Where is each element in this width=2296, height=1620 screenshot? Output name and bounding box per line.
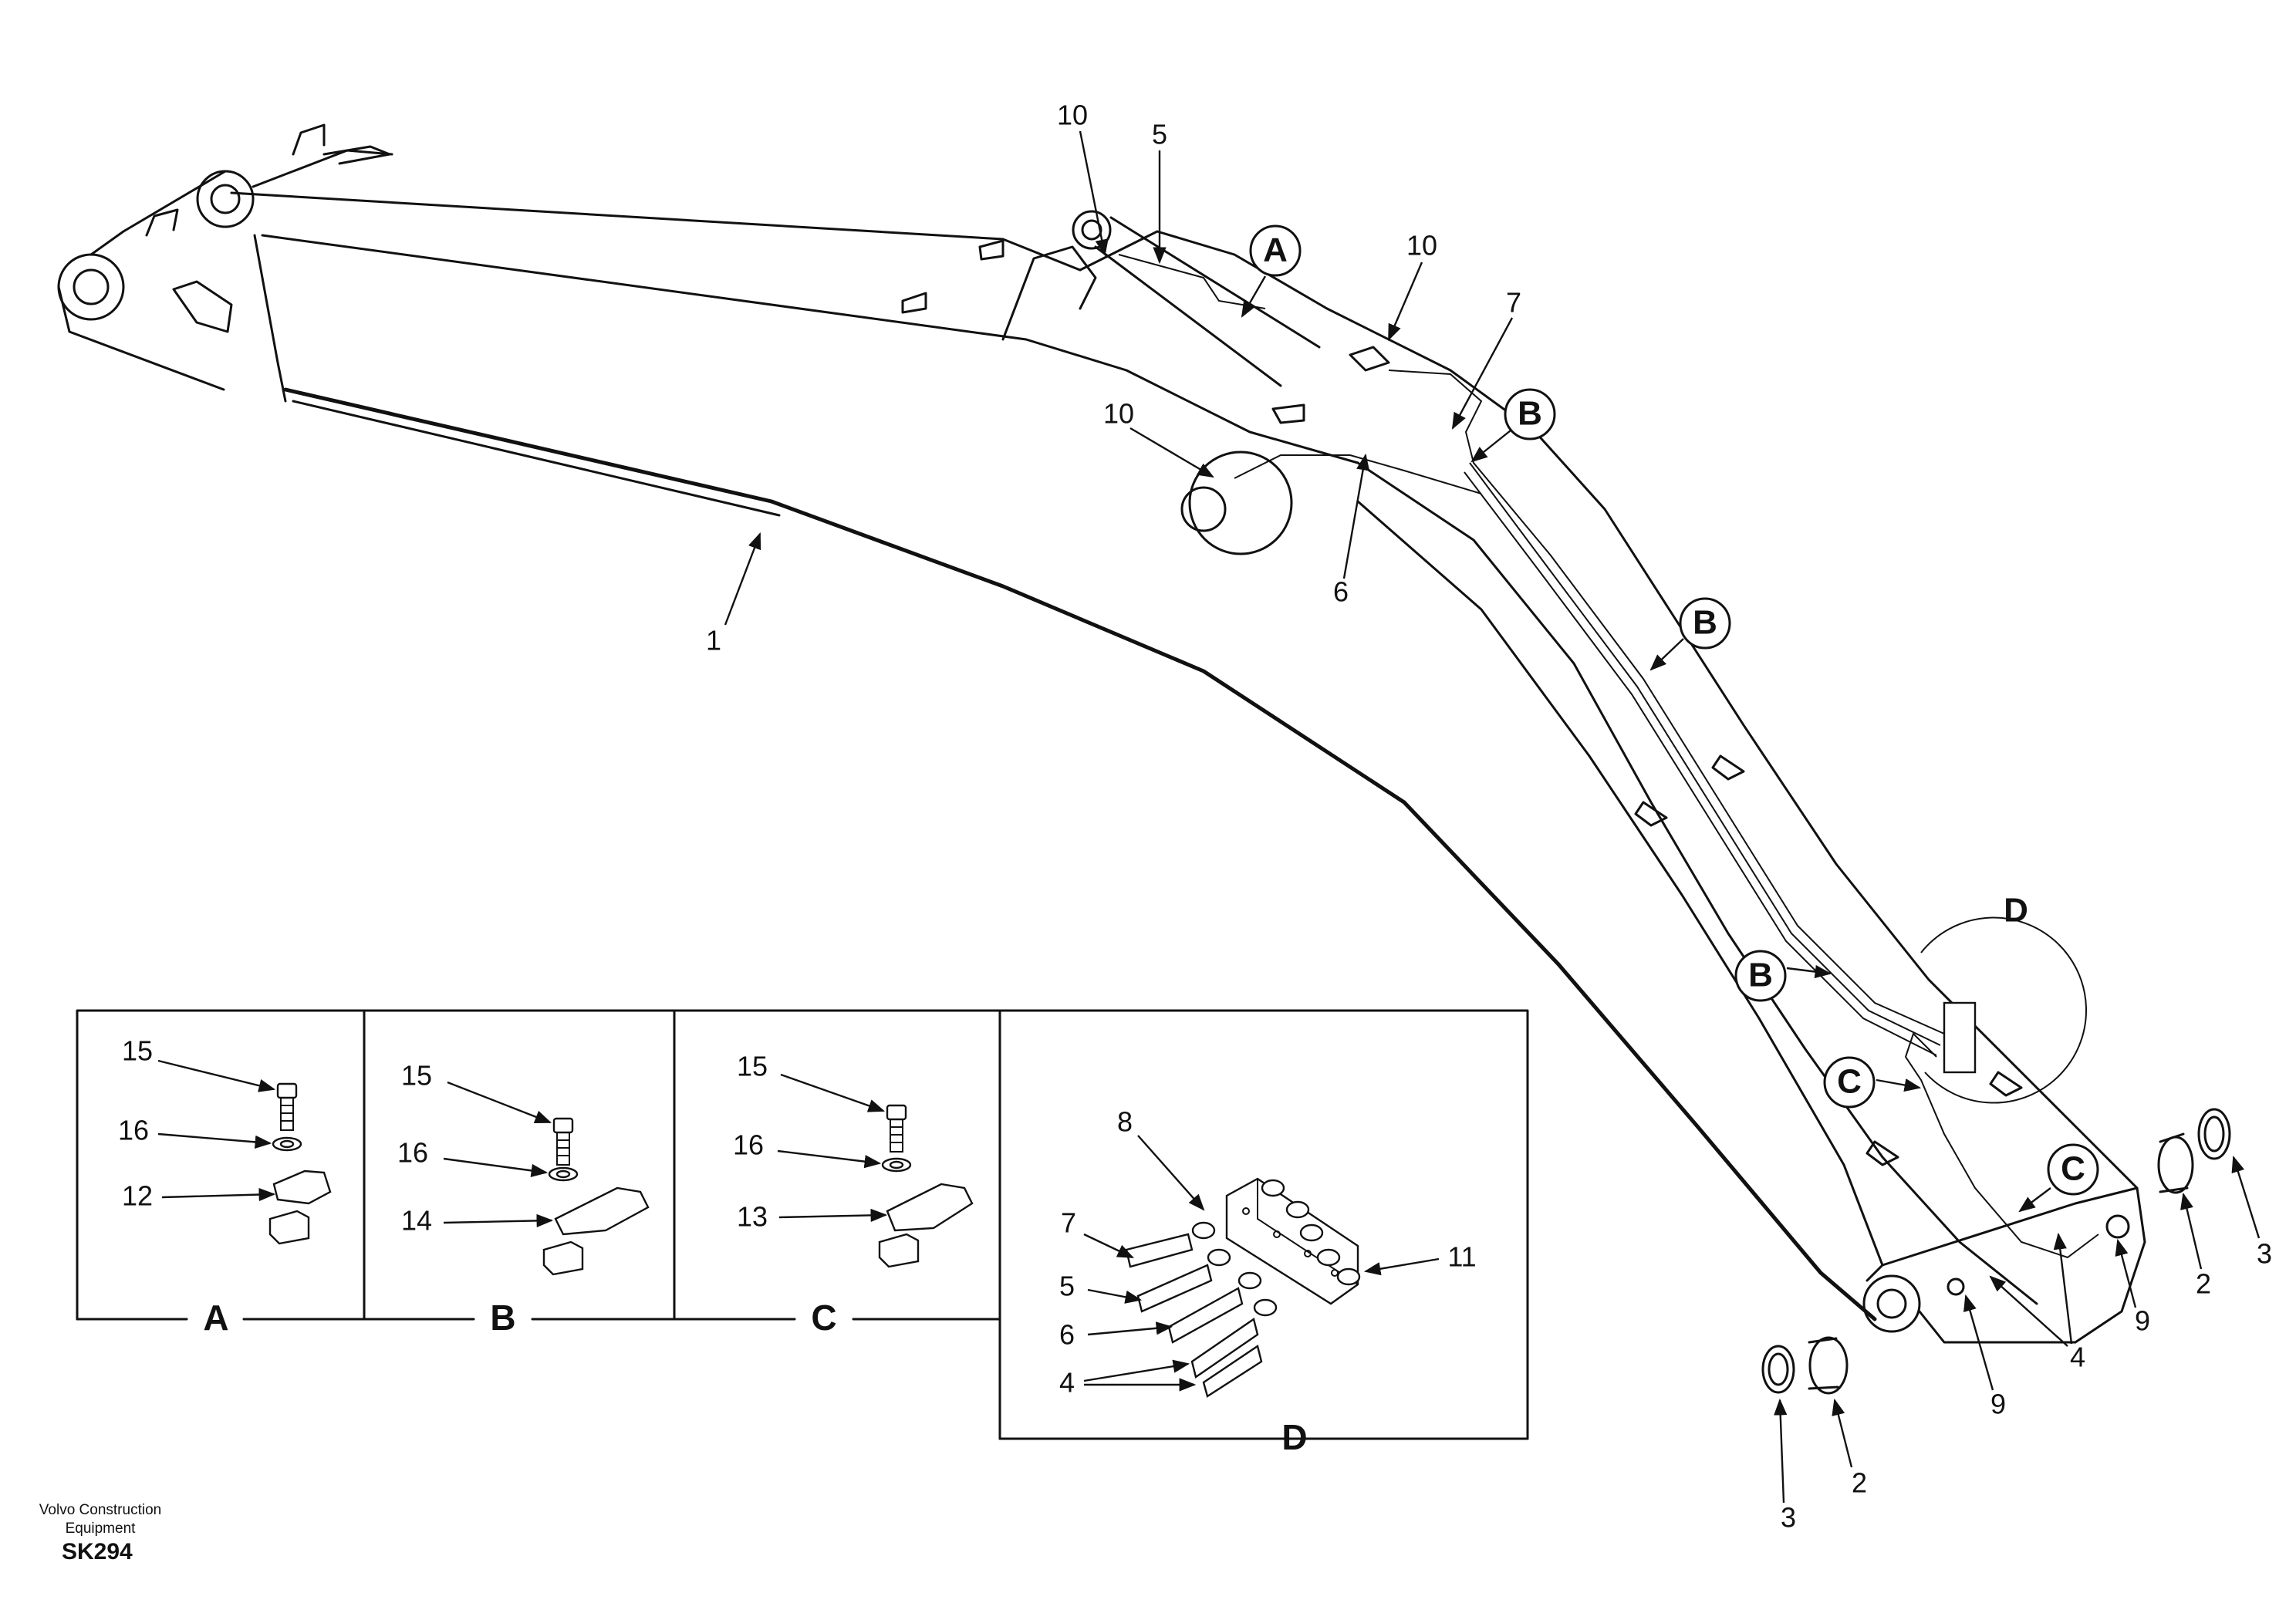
callout-6: 6: [1333, 576, 1349, 608]
inset-d-callout-6: 6: [1059, 1319, 1075, 1351]
callout-9-right: 9: [2135, 1305, 2150, 1337]
view-marker-a: A: [1241, 224, 1302, 318]
callout-4: 4: [2070, 1342, 2085, 1373]
view-marker-b-top: B: [1470, 388, 1556, 463]
callout-2-left: 2: [1852, 1467, 1867, 1499]
inset-a-parts: 15 16 12: [118, 1035, 332, 1245]
inset-c-parts: 15 16 13: [733, 1051, 974, 1268]
callout-1: 1: [706, 625, 721, 656]
inset-a-callout-16: 16: [118, 1115, 149, 1146]
inset-d-callout-4: 4: [1059, 1367, 1075, 1399]
inset-a-label: A: [203, 1298, 228, 1338]
detail-d-label: D: [2004, 892, 2028, 930]
rear-pivot-right: [196, 170, 255, 228]
view-marker-b-mid-letter: B: [1693, 604, 1717, 642]
callout-10-top: 10: [1057, 100, 1088, 131]
inset-d-callout-7: 7: [1061, 1207, 1076, 1239]
view-marker-a-letter: A: [1263, 231, 1288, 269]
callout-3-right: 3: [2257, 1238, 2272, 1270]
inset-d-callout-8: 8: [1117, 1106, 1133, 1138]
view-marker-b-low-letter: B: [1748, 957, 1773, 994]
inset-b-parts: 15 16 14: [397, 1060, 650, 1276]
inset-c-callout-13: 13: [737, 1201, 768, 1233]
callout-9-left: 9: [1990, 1389, 2006, 1420]
inset-a-callout-15: 15: [122, 1035, 153, 1067]
view-marker-b-mid: B: [1649, 597, 1731, 671]
inset-c-label: C: [811, 1298, 836, 1338]
callout-10-mid: 10: [1406, 230, 1437, 262]
inset-b-label: B: [490, 1298, 515, 1338]
inset-c-callout-15: 15: [737, 1051, 768, 1082]
view-marker-c-right: C: [2018, 1143, 2099, 1213]
detail-d-outline: [1920, 916, 2088, 1104]
view-marker-c-right-letter: C: [2061, 1150, 2085, 1188]
inset-d-callout-5: 5: [1059, 1271, 1075, 1302]
view-marker-b-low: B: [1734, 950, 1832, 1002]
callout-2-right: 2: [2196, 1268, 2211, 1300]
inset-d-label: D: [1281, 1417, 1307, 1457]
boom-structure: [57, 123, 2146, 1344]
callouts-main: 10 5 10 7 10 6 1 3 2 9 4 9 2 3: [706, 100, 2272, 1534]
view-marker-c-left: C: [1823, 1056, 1922, 1109]
inset-d-callout-11: 11: [1447, 1241, 1476, 1273]
callout-7: 7: [1506, 287, 1521, 319]
bushings-right: [2157, 1108, 2231, 1194]
bushings-left: [1761, 1336, 1849, 1395]
callout-10-low: 10: [1103, 398, 1134, 430]
rear-pivot-left: [57, 253, 125, 321]
manufacturer-label: Volvo Construction Equipment: [39, 1502, 162, 1537]
inset-c-callout-16: 16: [733, 1129, 764, 1161]
inset-a-callout-12: 12: [122, 1180, 153, 1212]
boom-head-pivot: [1862, 1274, 1921, 1333]
inset-b-callout-16: 16: [397, 1137, 428, 1169]
callout-3-left: 3: [1781, 1502, 1796, 1534]
cylinder-mount-disc: [1188, 451, 1293, 555]
inset-b-callout-14: 14: [401, 1205, 432, 1237]
view-marker-b-top-letter: B: [1518, 395, 1542, 433]
callout-5-top: 5: [1152, 119, 1167, 150]
inset-panels: A B C D: [76, 1009, 1529, 1457]
inset-d-parts: 8 7 5 6 4 11: [1059, 1106, 1477, 1399]
drawing-code: SK294: [62, 1539, 133, 1564]
view-marker-c-left-letter: C: [1837, 1063, 1862, 1101]
inset-b-callout-15: 15: [401, 1060, 432, 1092]
